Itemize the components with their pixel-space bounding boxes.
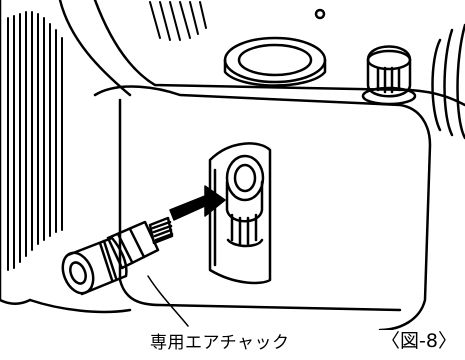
control-knob xyxy=(361,45,417,106)
insertion-arrow xyxy=(169,185,226,221)
pressure-dial xyxy=(431,23,465,140)
leader-line xyxy=(147,275,189,327)
top-vent-slats xyxy=(149,1,207,41)
socket-recess xyxy=(208,142,272,285)
air-inlet-fitting xyxy=(225,154,265,248)
exclusive-air-chuck xyxy=(61,216,174,296)
figure-number: 〈図-8〉 xyxy=(381,330,457,352)
vent-slats xyxy=(7,11,63,271)
screw-hole xyxy=(314,8,326,20)
top-fill-cap xyxy=(223,36,327,87)
air-chuck-connection-illustration xyxy=(0,0,465,330)
part-name-label: 専用エアチャック xyxy=(150,333,290,353)
machine-housing xyxy=(0,0,465,330)
